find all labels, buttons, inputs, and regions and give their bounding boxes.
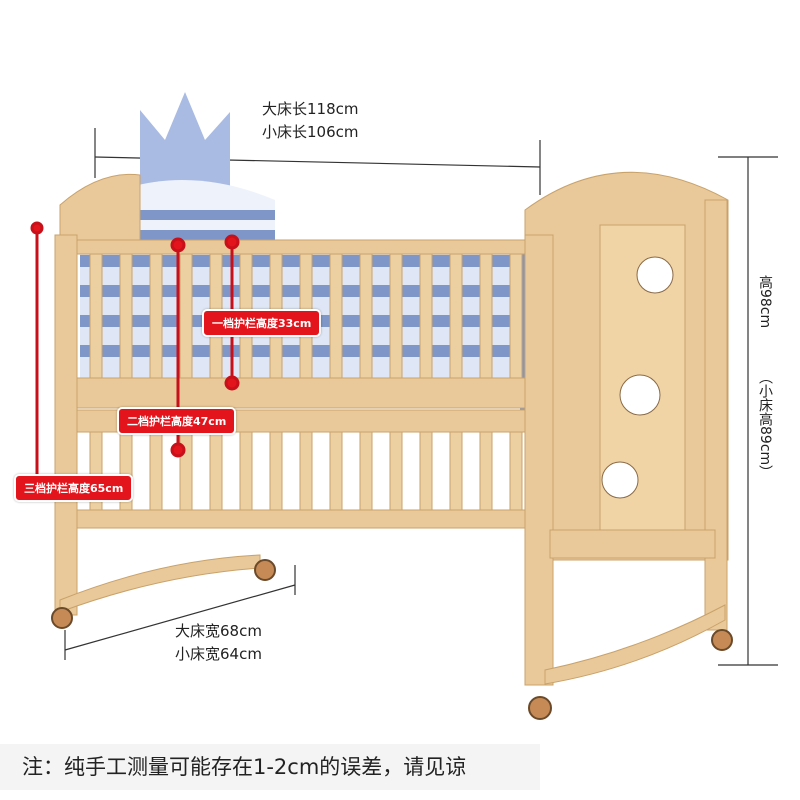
crib-slat xyxy=(419,431,433,511)
rail-height-level1-tag: 一档护栏高度33cm xyxy=(202,309,322,337)
crib-slat xyxy=(509,253,523,379)
crib-slat xyxy=(509,431,523,511)
crib-slat xyxy=(359,253,373,379)
crib-slat xyxy=(389,253,403,379)
crib-slat xyxy=(89,253,103,379)
large-width: 大床宽68cm xyxy=(175,622,262,640)
width-label: 大床宽68cm 小床宽64cm xyxy=(175,620,262,666)
dimension-lines xyxy=(64,128,778,666)
crib-slat xyxy=(149,431,163,511)
crib-slat xyxy=(149,253,163,379)
large-length: 大床长118cm xyxy=(262,100,359,118)
length-label: 大床长118cm 小床长106cm xyxy=(262,98,359,144)
crib-slat xyxy=(329,431,343,511)
crib-slat xyxy=(419,253,433,379)
crib-slat xyxy=(299,431,313,511)
crib-slat xyxy=(209,431,223,511)
measurement-note: 注：纯手工测量可能存在1-2cm的误差，请见谅 xyxy=(0,744,540,790)
crib-slat xyxy=(449,253,463,379)
crib-slat xyxy=(359,431,373,511)
rail-height-level2-tag: 二档护栏高度47cm xyxy=(117,407,237,435)
crib-slat xyxy=(389,431,403,511)
small-length: 小床长106cm xyxy=(262,123,359,141)
crib-slat xyxy=(179,253,193,379)
small-height: （小床高89cm） xyxy=(757,370,773,480)
crib-slat xyxy=(269,431,283,511)
large-height: 高98cm xyxy=(757,275,773,329)
crib-slat xyxy=(329,253,343,379)
rail-height-level3-tag: 三档护栏高度65cm xyxy=(14,474,134,502)
crib-slat xyxy=(119,253,133,379)
crib-slat xyxy=(479,253,493,379)
crib-slat xyxy=(479,431,493,511)
crib-slat xyxy=(239,431,253,511)
small-width: 小床宽64cm xyxy=(175,645,262,663)
crib-slat xyxy=(449,431,463,511)
